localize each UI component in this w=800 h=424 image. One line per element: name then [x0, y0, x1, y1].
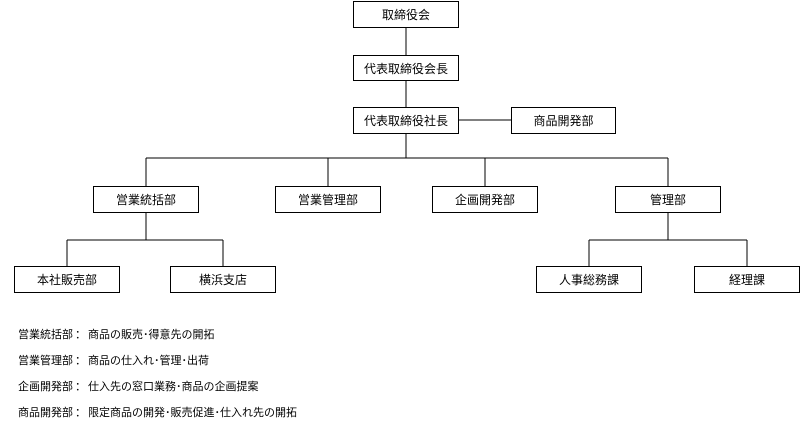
legend-separator: ： [75, 406, 86, 419]
box-admin: 管理部 [615, 186, 721, 213]
box-accounting: 経理課 [694, 266, 800, 293]
label-president: 代表取締役社長 [363, 114, 448, 128]
label-planning-dev: 企画開発部 [454, 193, 515, 207]
legend-desc: 商品の仕入れ･管理･出荷 [88, 354, 209, 367]
legend-desc: 商品の販売･得意先の開拓 [88, 328, 215, 341]
box-planning-dev: 企画開発部 [432, 186, 538, 213]
label-admin: 管理部 [649, 193, 686, 207]
org-chart-connectors [66, 27, 748, 266]
label-chairman: 代表取締役会長 [363, 61, 448, 76]
legend-line-planning-dev: 企画開発部：仕入先の窓口業務･商品の企画提案 [18, 378, 259, 394]
legend-dept: 企画開発部 [18, 380, 73, 393]
box-hq-sales: 本社販売部 [14, 266, 120, 293]
box-board: 取締役会 [353, 1, 459, 28]
label-sales-mgmt: 営業管理部 [297, 193, 358, 207]
legend-separator: ： [75, 328, 86, 341]
legend-line-product-dev: 商品開発部：限定商品の開発･販売促進･仕入れ先の開拓 [18, 404, 297, 420]
box-product-dev: 商品開発部 [511, 107, 616, 134]
label-product-dev: 商品開発部 [533, 114, 594, 128]
box-chairman: 代表取締役会長 [353, 55, 459, 81]
legend-dept: 営業管理部 [18, 354, 73, 367]
legend-dept: 営業統括部 [18, 328, 73, 341]
legend-desc: 仕入先の窓口業務･商品の企画提案 [88, 380, 259, 393]
legend-line-sales-mgmt: 営業管理部：商品の仕入れ･管理･出荷 [18, 352, 209, 368]
label-hr: 人事総務課 [558, 273, 619, 287]
box-president: 代表取締役社長 [353, 107, 459, 134]
box-sales-control: 営業統括部 [93, 186, 199, 213]
legend-desc: 限定商品の開発･販売促進･仕入れ先の開拓 [88, 406, 297, 419]
legend-separator: ： [75, 354, 86, 367]
label-hq-sales: 本社販売部 [36, 273, 97, 287]
box-sales-mgmt: 営業管理部 [275, 186, 381, 213]
label-sales-control: 営業統括部 [115, 193, 176, 207]
legend-separator: ： [75, 380, 86, 393]
box-yokohama: 横浜支店 [170, 266, 276, 293]
label-board: 取締役会 [381, 8, 430, 22]
label-accounting: 経理課 [728, 273, 765, 287]
legend-dept: 商品開発部 [18, 406, 73, 419]
legend-line-sales-control: 営業統括部：商品の販売･得意先の開拓 [18, 326, 215, 342]
box-hr: 人事総務課 [536, 266, 642, 293]
label-yokohama: 横浜支店 [198, 273, 247, 287]
